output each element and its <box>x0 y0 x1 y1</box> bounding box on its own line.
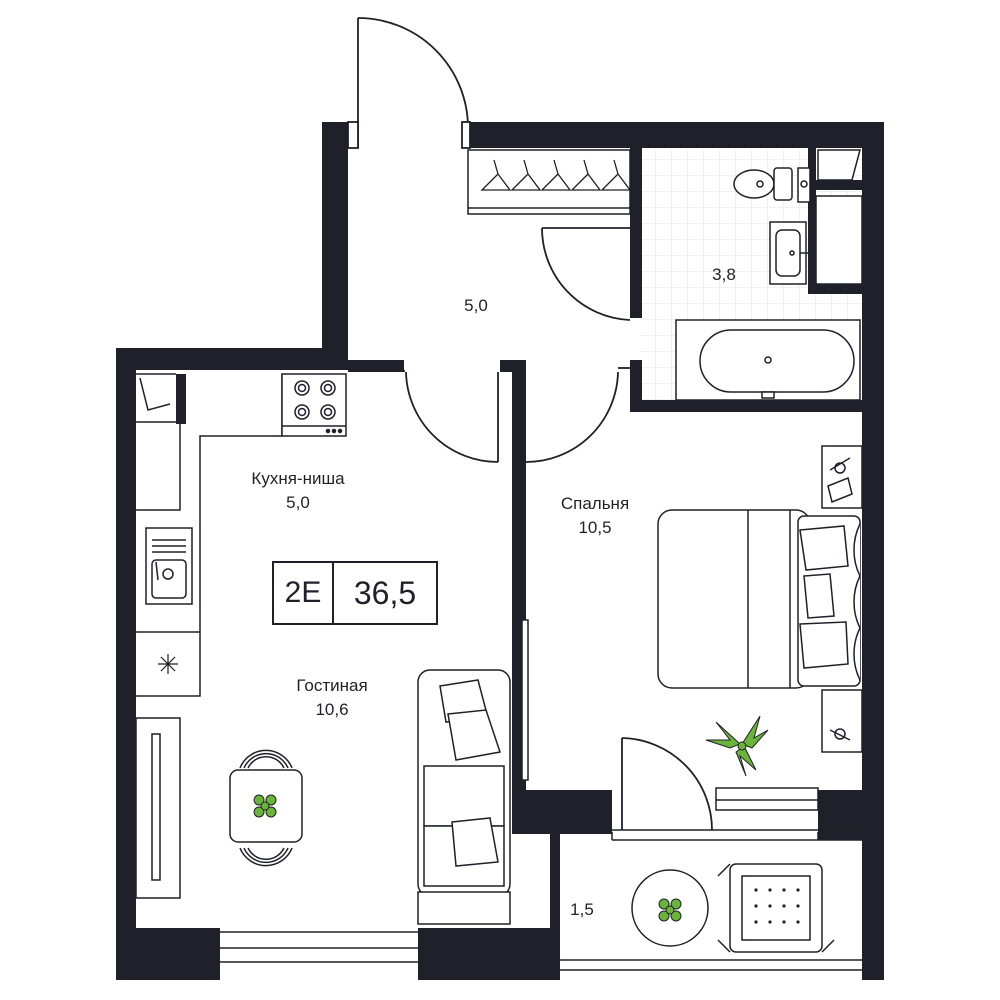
apartment-total-area: 36,5 <box>353 574 417 611</box>
kitchen-area: 5,0 <box>286 493 310 512</box>
apartment-code: 2E <box>274 563 334 623</box>
hall-label: 5,0 <box>446 294 506 318</box>
plant-icon <box>705 715 769 777</box>
bedroom-area: 10,5 <box>578 518 612 537</box>
kitchen-label: Кухня-ниша 5,0 <box>218 467 378 515</box>
armchair-icon <box>717 863 835 953</box>
stove-icon <box>281 373 347 437</box>
kitchen-sink-icon <box>145 527 193 605</box>
balcony-rail <box>715 787 819 811</box>
windows <box>220 829 862 971</box>
door-icon <box>347 17 713 831</box>
living-label: Гостиная 10,6 <box>262 674 402 722</box>
bed-icon <box>657 445 863 753</box>
bathroom-label: 3,8 <box>694 263 754 287</box>
bedroom-name: Спальня <box>560 494 630 513</box>
living-area: 10,6 <box>315 700 349 719</box>
hall-area: 5,0 <box>464 296 488 315</box>
sofa-icon <box>417 669 511 925</box>
balcony-area: 1,5 <box>570 900 594 919</box>
bathtub-icon <box>675 319 861 401</box>
kitchen-name: Кухня-ниша <box>251 469 345 488</box>
wardrobe-icon <box>467 149 632 215</box>
plant-icon <box>253 794 277 818</box>
washer-area <box>815 149 863 285</box>
fan-icon <box>158 654 178 674</box>
tv-stand <box>135 717 181 899</box>
sliding-partition <box>521 619 529 781</box>
bedroom-label: Спальня 10,5 <box>530 492 660 540</box>
plant-icon <box>658 898 682 922</box>
toilet-icon <box>733 167 811 203</box>
balcony-label: 1,5 <box>560 898 604 922</box>
walls <box>116 122 884 980</box>
living-name: Гостиная <box>296 676 368 695</box>
sink-icon <box>769 221 808 285</box>
bathroom-area: 3,8 <box>712 265 736 284</box>
apartment-badge: 2E 36,5 <box>272 561 438 625</box>
